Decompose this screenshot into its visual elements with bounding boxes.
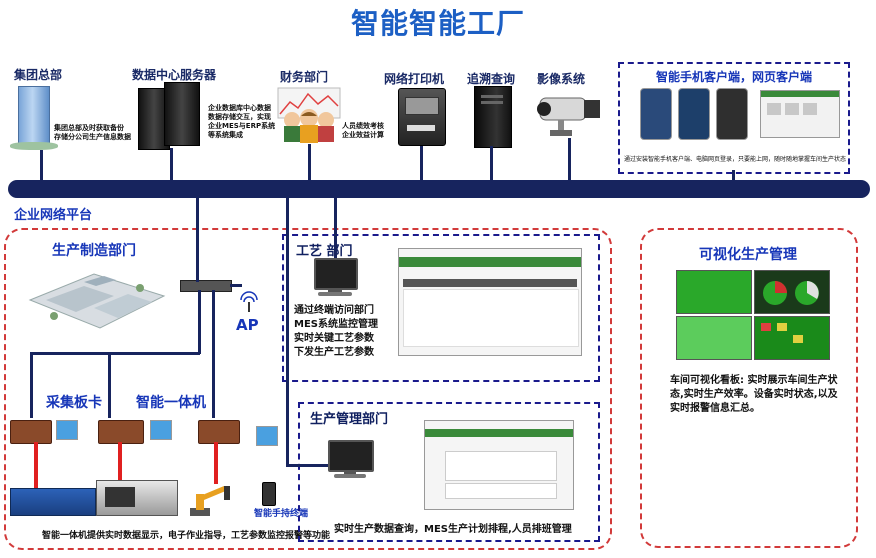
server-rack-icon <box>138 82 208 150</box>
phone-screen-1 <box>640 88 672 140</box>
hq-building-icon <box>10 86 58 152</box>
phone-screen-3 <box>716 88 748 140</box>
datacenter-desc: 企业数据库中心数据 数据存储交互，实现 企业MES与ERP系统 等系统集成 <box>208 104 276 139</box>
visual-board-screens <box>676 270 830 360</box>
handheld-terminal-icon <box>262 482 276 506</box>
visual-desc: 车间可视化看板: 实时展示车间生产状态,实时生产效率。设备实时状态,以及实时报警… <box>670 375 838 414</box>
finance-label: 财务部门 <box>280 70 329 84</box>
prodmgmt-mes-screen <box>424 420 574 510</box>
handheld-label: 智能手持终端 <box>254 509 309 519</box>
web-client-screen <box>760 90 840 138</box>
prodmgmt-label: 生产管理部门 <box>310 412 389 427</box>
process-line-3: 实时关键工艺参数 <box>294 333 374 344</box>
hq-desc: 集团总部及时获取备份 存储分公司生产信息数据 <box>54 124 131 141</box>
production-desc: 智能一体机提供实时数据显示，电子作业指导，工艺参数监控报警等功能 <box>42 531 331 541</box>
prodmgmt-desc: 实时生产数据查询，MES生产计划排程,人员排班管理 <box>334 524 572 535</box>
process-mes-screen <box>398 248 582 356</box>
prodmgmt-pc-icon <box>326 440 376 482</box>
process-line-1: 通过终端访问部门 <box>294 305 374 316</box>
process-label: 工艺 部门 <box>296 244 353 259</box>
factory-aerial-image <box>24 260 170 338</box>
camera-icon <box>534 90 604 140</box>
visual-label: 可视化生产管理 <box>699 247 797 263</box>
allinone-label: 智能一体机 <box>136 395 206 411</box>
trace-label: 追溯查询 <box>467 72 516 86</box>
robot-arm-icon <box>184 482 244 516</box>
process-pc-icon <box>312 258 360 300</box>
card-label: 采集板卡 <box>46 395 102 411</box>
production-label: 生产制造部门 <box>52 243 136 259</box>
printer-icon <box>398 88 446 146</box>
process-line-4: 下发生产工艺参数 <box>294 347 374 358</box>
monitor-icon <box>256 426 278 446</box>
page-title: 智能智能工厂 <box>350 7 525 40</box>
visual-mgmt-box <box>640 228 858 548</box>
prodmgmt-box <box>298 402 600 542</box>
finance-desc: 人员绩效考核 企业效益计算 <box>342 122 384 139</box>
acquisition-card-icon <box>10 420 52 444</box>
enterprise-network-bus <box>8 180 870 198</box>
monitor-icon <box>150 420 172 440</box>
ap-antenna-icon <box>238 290 260 312</box>
trace-server-icon <box>474 86 512 148</box>
acquisition-card-icon <box>98 420 144 444</box>
hq-label: 集团总部 <box>14 68 63 82</box>
injection-machine-icon <box>10 488 96 516</box>
mobile-client-desc: 通过安装智能手机客户端、电脑网页登录，只要能上网，随时随地掌握车间生产状态 <box>624 156 847 163</box>
video-label: 影像系统 <box>537 72 586 86</box>
mobile-client-label: 智能手机客户端，网页客户端 <box>655 70 812 84</box>
finance-staff-icon <box>276 86 342 144</box>
acquisition-card-icon <box>198 420 240 444</box>
phone-screen-2 <box>678 88 710 140</box>
network-label: 企业网络平台 <box>14 208 93 223</box>
cnc-machine-icon <box>96 480 178 516</box>
process-dept-box <box>282 234 600 382</box>
production-dept-box <box>4 228 612 550</box>
printer-label: 网络打印机 <box>384 72 445 86</box>
network-switch-icon <box>180 280 232 292</box>
monitor-icon <box>56 420 78 440</box>
datacenter-label: 数据中心服务器 <box>132 68 217 82</box>
ap-label: AP <box>236 316 259 334</box>
process-line-2: MES系统监控管理 <box>294 319 378 330</box>
